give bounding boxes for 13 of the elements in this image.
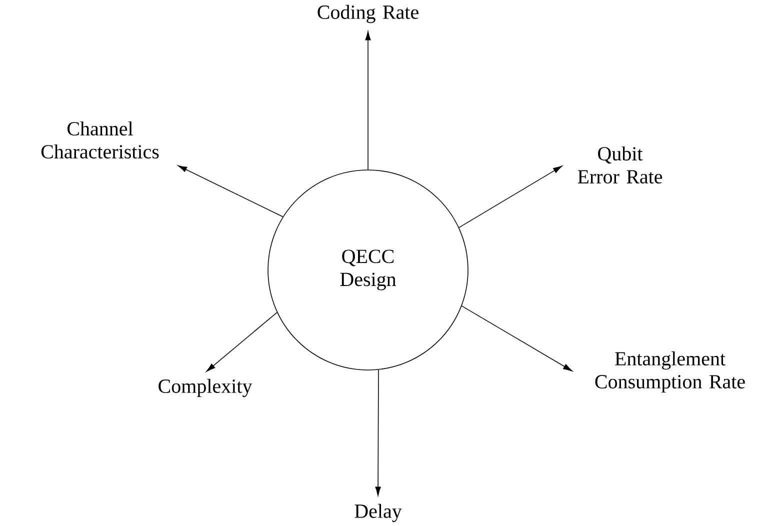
- label-text: Channel Characteristics: [41, 121, 159, 159]
- label-text: Entanglement Consumption Rate: [595, 351, 745, 393]
- arrow: [365, 31, 371, 170]
- arrow: [461, 306, 572, 372]
- circle-node: QECC Design: [268, 170, 468, 370]
- arrow: [206, 312, 278, 372]
- arrow: [178, 165, 284, 218]
- arrow: [375, 369, 381, 496]
- label-text: Delay: [354, 504, 402, 522]
- label-text: Qubit Error Rate: [578, 146, 662, 184]
- arrow: [458, 166, 562, 228]
- label-text: Complexity: [158, 378, 252, 398]
- label-text: Coding Rate: [318, 4, 418, 24]
